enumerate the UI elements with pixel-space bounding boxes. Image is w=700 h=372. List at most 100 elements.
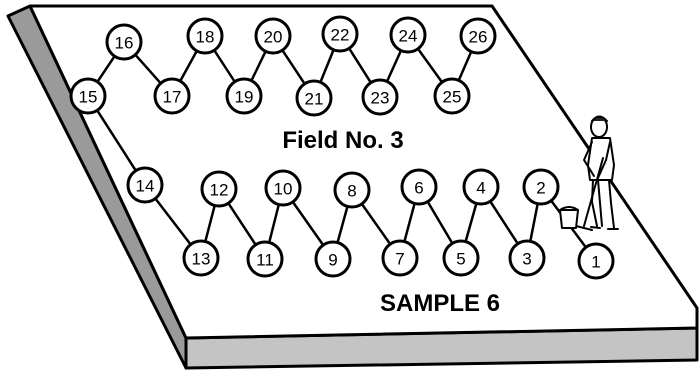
sample-point: 18 bbox=[186, 17, 224, 55]
sample-point-label: 13 bbox=[192, 250, 211, 269]
sample-point-circle bbox=[186, 17, 224, 55]
path-segment bbox=[281, 49, 306, 85]
sample-point: 3 bbox=[508, 239, 546, 277]
sample-point-label: 18 bbox=[196, 28, 215, 47]
sample-point: 23 bbox=[361, 78, 399, 116]
sample-point-label: 23 bbox=[371, 89, 390, 108]
sample-path bbox=[96, 47, 587, 249]
sample-point: 12 bbox=[200, 170, 238, 208]
path-segment bbox=[213, 49, 236, 83]
sample-point: 21 bbox=[295, 79, 333, 117]
sample-point-label: 12 bbox=[210, 181, 229, 200]
path-segment bbox=[227, 202, 257, 246]
sample-point-circle bbox=[254, 17, 292, 55]
sample-point-label: 10 bbox=[274, 180, 293, 199]
path-segment bbox=[96, 109, 137, 172]
path-segment bbox=[457, 51, 473, 81]
path-segment bbox=[267, 204, 281, 243]
sample-point-circle bbox=[225, 77, 263, 115]
path-segment bbox=[204, 205, 216, 242]
sample-point-label: 2 bbox=[536, 179, 545, 198]
sample-point-circle bbox=[264, 169, 302, 207]
sample-point-circle bbox=[389, 16, 427, 54]
sample-point-circle bbox=[153, 77, 191, 115]
sample-point-label: 6 bbox=[414, 179, 423, 198]
sample-point: 16 bbox=[105, 23, 143, 61]
sample-point-label: 19 bbox=[235, 88, 254, 107]
path-segment bbox=[489, 200, 519, 245]
field-label: Field No. 3 bbox=[282, 127, 403, 154]
sample-point-circle bbox=[105, 23, 143, 61]
sample-points: 1234567891011121314151617181920212223242… bbox=[69, 15, 615, 280]
sample-point: 14 bbox=[126, 166, 164, 204]
sample-point: 25 bbox=[433, 77, 471, 115]
path-segment bbox=[96, 55, 116, 83]
sample-point: 17 bbox=[153, 77, 191, 115]
sample-point-label: 21 bbox=[305, 90, 324, 109]
sample-point: 5 bbox=[442, 239, 480, 277]
path-segment bbox=[336, 206, 349, 243]
sample-point-label: 9 bbox=[328, 251, 337, 270]
path-segment bbox=[426, 200, 454, 245]
sample-point: 1 bbox=[577, 242, 615, 280]
path-segment bbox=[134, 53, 162, 85]
sample-point-label: 26 bbox=[469, 28, 488, 47]
sample-point-circle bbox=[459, 17, 497, 55]
sample-point-circle bbox=[246, 240, 284, 278]
sample-point: 2 bbox=[522, 168, 560, 206]
sample-point-label: 24 bbox=[399, 27, 418, 46]
path-segment bbox=[529, 203, 539, 242]
sample-point: 20 bbox=[254, 17, 292, 55]
sample-point: 9 bbox=[314, 240, 352, 278]
sample-point: 11 bbox=[246, 240, 284, 278]
sample-point-label: 15 bbox=[79, 88, 98, 107]
path-segment bbox=[250, 50, 267, 82]
path-segment bbox=[291, 201, 325, 246]
sample-point-label: 11 bbox=[256, 251, 274, 270]
sample-point-circle bbox=[400, 168, 438, 206]
sample-point-circle bbox=[333, 171, 371, 209]
sample-point-circle bbox=[295, 79, 333, 117]
sample-point-label: 7 bbox=[395, 250, 404, 269]
sample-point: 7 bbox=[381, 239, 419, 277]
sample-point: 10 bbox=[264, 169, 302, 207]
sample-point-label: 25 bbox=[443, 88, 462, 107]
sample-point-label: 8 bbox=[347, 182, 356, 201]
sample-point-circle bbox=[321, 15, 359, 53]
sample-point-circle bbox=[508, 239, 546, 277]
sample-point: 13 bbox=[182, 239, 220, 277]
worker-with-mop-and-bucket-icon bbox=[559, 115, 619, 231]
sample-point-circle bbox=[69, 77, 107, 115]
sample-point: 6 bbox=[400, 168, 438, 206]
sample-point-label: 20 bbox=[264, 28, 283, 47]
sample-point-label: 3 bbox=[522, 250, 531, 269]
sample-point-circle bbox=[577, 242, 615, 280]
sample-point: 22 bbox=[321, 15, 359, 53]
sample-point-circle bbox=[361, 78, 399, 116]
sample-point-circle bbox=[182, 239, 220, 277]
sample-label: SAMPLE 6 bbox=[380, 290, 500, 317]
sample-point-circle bbox=[200, 170, 238, 208]
path-segment bbox=[319, 49, 335, 83]
sample-point-label: 4 bbox=[476, 179, 485, 198]
sample-point: 15 bbox=[69, 77, 107, 115]
sample-point-label: 16 bbox=[115, 34, 134, 53]
sample-point-circle bbox=[462, 168, 500, 206]
sample-point-circle bbox=[126, 166, 164, 204]
sample-point-label: 1 bbox=[591, 253, 600, 272]
path-segment bbox=[464, 203, 478, 242]
path-segment bbox=[416, 48, 444, 83]
sample-point: 4 bbox=[462, 168, 500, 206]
path-segment bbox=[154, 197, 192, 246]
sample-point-label: 14 bbox=[136, 177, 155, 196]
sample-point-circle bbox=[522, 168, 560, 206]
sample-point-circle bbox=[314, 240, 352, 278]
path-segment bbox=[179, 50, 198, 82]
sample-point-circle bbox=[381, 239, 419, 277]
sample-point-circle bbox=[433, 77, 471, 115]
sample-point: 26 bbox=[459, 17, 497, 55]
sample-point: 19 bbox=[225, 77, 263, 115]
sample-point-label: 17 bbox=[163, 88, 182, 107]
